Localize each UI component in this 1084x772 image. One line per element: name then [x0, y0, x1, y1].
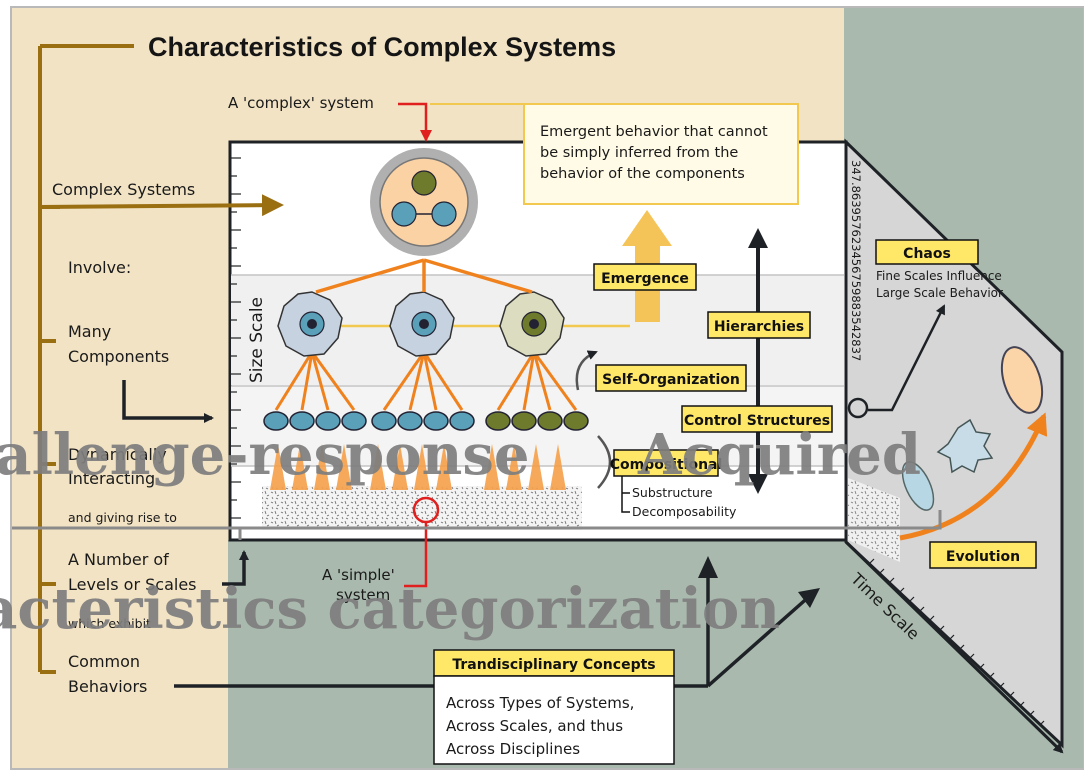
substructure-label: Substructure	[632, 485, 713, 500]
many-components-line-1: Many	[68, 322, 111, 341]
chaos-line-1: Fine Scales Influence	[876, 269, 1002, 283]
emergent-line-1: Emergent behavior that cannot	[540, 124, 768, 140]
emergent-line-3: behavior of the components	[540, 166, 745, 182]
module-right	[499, 291, 565, 357]
dynamically-line-1: Dynamically	[68, 445, 167, 464]
page-title: Characteristics of Complex Systems	[148, 32, 616, 62]
behaviors-line-2: Behaviors	[68, 677, 147, 696]
hierarchy-lines	[315, 258, 533, 294]
evolution-arrow	[899, 412, 1048, 541]
across-line-1: Across Types of Systems,	[446, 694, 634, 712]
dynamically-line-2: Interacting	[68, 469, 155, 488]
compositional-label: Compositional	[610, 457, 723, 473]
watermark-line-1a: Challenge-response	[0, 422, 530, 488]
size-scale-ticks	[231, 157, 241, 519]
number-strip: 347.863957623456759883542837	[849, 160, 863, 361]
self-organization-box	[595, 364, 747, 392]
time-scale-axis	[844, 540, 1064, 754]
levels-line-2: Levels or Scales	[68, 575, 197, 594]
emergence-box	[593, 263, 697, 291]
across-box	[433, 675, 675, 765]
chaos-label: Chaos	[903, 246, 951, 262]
component-row	[263, 411, 589, 431]
trandisciplinary-label: Trandisciplinary Concepts	[452, 657, 655, 673]
substructure-fans	[270, 444, 566, 490]
evolution-cell-small	[901, 461, 935, 511]
simple-system-line-2: system	[336, 586, 390, 604]
across-line-2: Across Scales, and thus	[446, 717, 623, 735]
hierarchies-box	[707, 311, 811, 339]
complex-system-label: A 'complex' system	[228, 94, 374, 112]
levels-line-1: A Number of	[68, 550, 169, 569]
control-structures-label: Control Structures	[684, 413, 830, 429]
involve-label: Involve:	[68, 258, 131, 277]
emergent-behavior-box	[523, 103, 799, 205]
evolution-cell-star	[936, 418, 994, 474]
control-structures-box	[681, 405, 833, 433]
simple-system-noise	[262, 486, 582, 530]
chaos-marker	[847, 397, 869, 419]
self-organization-label: Self-Organization	[602, 372, 740, 388]
emergent-line-2: be simply inferred from the	[540, 145, 738, 161]
which-exhibit-label: which exhibit	[68, 616, 151, 631]
watermark-line-1b: Acquired	[637, 422, 921, 488]
chaos-line-2: Large Scale Behavior	[876, 286, 1003, 300]
hierarchies-label: Hierarchies	[714, 319, 804, 335]
time-scale-ticks	[869, 558, 1045, 726]
chaos-box	[875, 239, 979, 265]
compositional-box	[613, 449, 719, 477]
module-left	[277, 291, 343, 357]
size-scale-label: Size Scale	[247, 297, 267, 383]
evolution-box	[929, 541, 1037, 569]
self-organization-lines	[274, 351, 578, 411]
behaviors-line-1: Common	[68, 652, 140, 671]
module-middle	[389, 291, 455, 357]
simple-system-line-1: A 'simple'	[322, 566, 395, 584]
decomposability-label: Decomposability	[632, 504, 737, 519]
complex-system-node	[370, 148, 478, 256]
watermark-line-2: Characteristics categorization	[0, 576, 780, 642]
emergence-label: Emergence	[601, 271, 689, 287]
giving-rise-label: and giving rise to	[68, 510, 177, 525]
time-noise-strip	[848, 478, 900, 562]
watermark-bracket	[12, 510, 942, 540]
trandisciplinary-box	[433, 649, 675, 677]
many-components-line-2: Components	[68, 347, 169, 366]
complex-systems-label: Complex Systems	[52, 180, 195, 199]
evolution-label: Evolution	[946, 549, 1020, 565]
across-line-3: Across Disciplines	[446, 740, 580, 758]
